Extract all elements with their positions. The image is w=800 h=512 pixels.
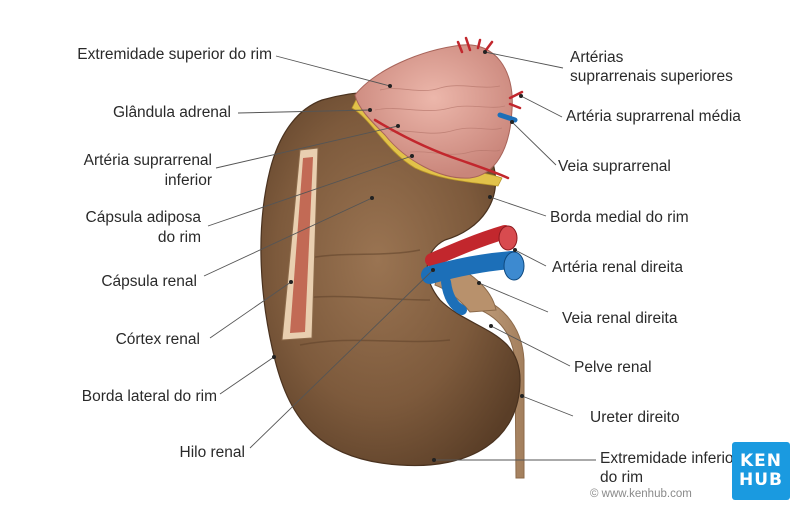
label-ureter-direito: Ureter direito — [590, 409, 680, 426]
leader-capsula-adiposa — [207, 155, 413, 227]
label-arteria-suprarrenal-inferior-1: Artéria suprarrenal — [83, 152, 212, 169]
label-arteria-renal-direita: Artéria renal direita — [552, 259, 683, 276]
leader-arterias-superiores — [484, 51, 564, 69]
leader-ureter — [521, 395, 574, 417]
label-hilo-renal: Hilo renal — [179, 444, 245, 461]
label-arterias-superiores-2: suprarrenais superiores — [570, 68, 733, 85]
leader-veia-renal — [478, 282, 549, 313]
leader-veia — [511, 121, 557, 166]
label-extremidade-inferior-1: Extremidade inferior — [600, 450, 739, 467]
renal-artery-shape — [425, 225, 512, 267]
label-borda-lateral: Borda lateral do rim — [81, 388, 217, 405]
logo-line-1: KEN — [739, 451, 782, 471]
kenhub-logo: KEN HUB — [732, 442, 790, 500]
suprarenal-vein-shape — [497, 112, 518, 123]
renal-vein-shape — [421, 251, 521, 284]
leader-arteria-renal — [514, 249, 547, 267]
label-extremidade-inferior-2: do rim — [600, 469, 644, 486]
leader-extremidade-superior — [275, 55, 391, 87]
middle-suprarenal-artery — [508, 90, 524, 110]
leader-borda-medial — [489, 196, 547, 217]
label-capsula-adiposa-2: do rim — [157, 229, 201, 246]
label-arterias-superiores-1: Artérias — [570, 49, 624, 66]
label-pelve-renal: Pelve renal — [574, 359, 652, 376]
label-borda-medial: Borda medial do rim — [550, 209, 689, 226]
label-arteria-suprarrenal-inferior-2: inferior — [164, 172, 212, 189]
logo-line-2: HUB — [739, 470, 783, 490]
leader-hilo — [249, 269, 434, 449]
label-arteria-suprarrenal-media: Artéria suprarrenal média — [566, 108, 741, 125]
copyright-text: © www.kenhub.com — [590, 488, 692, 500]
label-capsula-renal: Cápsula renal — [101, 273, 197, 290]
label-cortex-renal: Córtex renal — [115, 331, 200, 348]
leader-arteria-inferior — [215, 125, 399, 169]
leader-cortex — [209, 281, 292, 339]
inferior-suprarenal-artery — [373, 118, 510, 180]
leader-borda-lateral — [219, 356, 275, 395]
label-veia-suprarrenal: Veia suprarrenal — [558, 158, 671, 175]
adrenal-gland-shape — [354, 44, 513, 179]
label-extremidade-superior: Extremidade superior do rim — [77, 46, 272, 63]
cortex-inner — [290, 157, 313, 333]
leader-pelve — [490, 325, 571, 367]
label-veia-renal-direita: Veia renal direita — [562, 310, 678, 327]
label-glandula-adrenal: Glândula adrenal — [112, 104, 231, 121]
leader-glandula — [237, 109, 371, 114]
superior-suprarenal-artery-2 — [476, 38, 482, 50]
leader-arteria-media — [520, 95, 563, 118]
superior-suprarenal-artery-4 — [456, 40, 464, 54]
leader-capsula-renal — [203, 197, 373, 277]
superior-suprarenal-artery-1 — [464, 36, 472, 52]
superior-suprarenal-artery-3 — [484, 40, 494, 52]
label-capsula-adiposa-1: Cápsula adiposa — [85, 209, 201, 226]
